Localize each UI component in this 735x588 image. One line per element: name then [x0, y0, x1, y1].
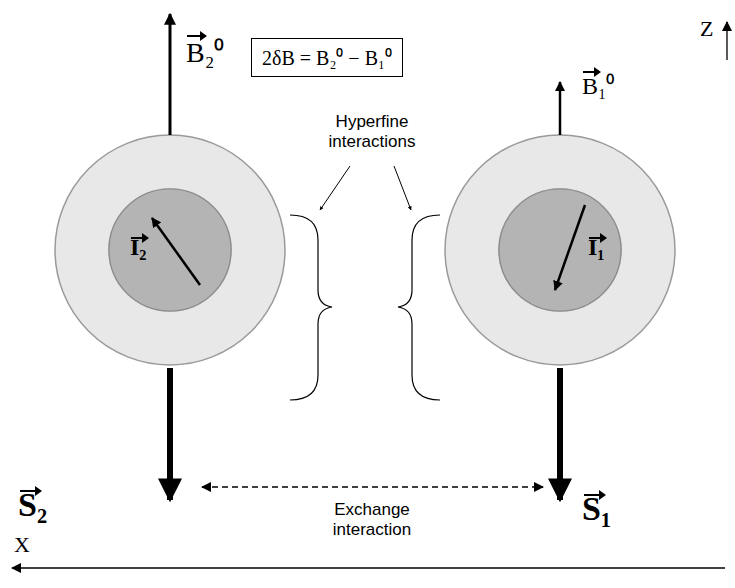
- nucleus-circle: I₂: [108, 188, 232, 312]
- atom-circle: [445, 135, 675, 365]
- nucleus-border: [109, 189, 231, 311]
- spin-label: S₁: [582, 490, 611, 528]
- exchange-arrow: [202, 486, 543, 487]
- nucleus-border: [499, 189, 621, 311]
- spin-symbol: I₁: [588, 234, 605, 261]
- bracket: [398, 215, 440, 400]
- bracket: [290, 215, 332, 400]
- field-arrow: [559, 82, 562, 135]
- nuclear-spin-arrow: [555, 205, 585, 290]
- annotation-text: Exchange interaction: [317, 500, 427, 540]
- annotation-text: Hyperfine interactions: [317, 112, 427, 152]
- leader-line: [394, 166, 411, 210]
- nucleus-circle: I₁: [498, 188, 622, 312]
- field-label: B₁⁰: [582, 68, 614, 101]
- spin-symbol: I₂: [130, 234, 147, 261]
- nucleus-fill: [498, 188, 622, 312]
- atom-circle: [55, 135, 285, 365]
- x-axis: [12, 567, 725, 568]
- z-axis: [726, 22, 727, 60]
- equation-text: 2δB = B₂⁰ − B₁⁰: [262, 44, 392, 71]
- spin-label: S₂: [18, 486, 47, 524]
- electron-spin-arrow: [557, 368, 563, 500]
- field-arrow: [169, 14, 172, 135]
- field-label: B₂⁰: [186, 32, 224, 70]
- leader-line: [320, 166, 350, 210]
- nucleus-fill: [108, 188, 232, 312]
- equation-box: 2δB = B₂⁰ − B₁⁰: [251, 38, 403, 77]
- axis-label: Z: [700, 16, 713, 42]
- nuclear-spin-arrow: [152, 218, 200, 285]
- axis-label: X: [14, 532, 30, 558]
- electron-spin-arrow: [167, 368, 173, 500]
- nucleus-outline: [108, 188, 232, 312]
